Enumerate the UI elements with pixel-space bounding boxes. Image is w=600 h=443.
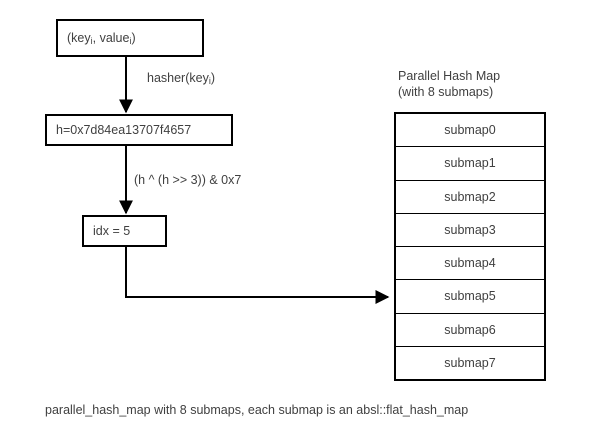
submap-row-3[interactable]: submap3 [396, 213, 544, 247]
connector-index-to-submap5 [125, 247, 390, 304]
submap-row-6[interactable]: submap6 [396, 313, 544, 347]
subscript-i: i [129, 35, 132, 46]
submap-label: submap4 [444, 256, 496, 271]
submap-row-2[interactable]: submap2 [396, 180, 544, 214]
node-input-label: (keyi, valuei) [67, 30, 136, 46]
subscript-i: i [208, 76, 211, 86]
submap-label: submap2 [444, 189, 496, 204]
node-hash-value[interactable]: h=0x7d84ea13707f4657 [45, 114, 233, 146]
submap-label: submap5 [444, 289, 496, 304]
submap-label: submap0 [444, 123, 496, 138]
submap-table: submap0 submap1 submap2 submap3 submap4 … [394, 112, 546, 381]
node-input-keyvalue[interactable]: (keyi, valuei) [56, 19, 204, 57]
diagram-caption: parallel_hash_map with 8 submaps, each s… [45, 403, 469, 417]
submap-row-0[interactable]: submap0 [396, 114, 544, 148]
edge-label-mask: (h ^ (h >> 3)) & 0x7 [134, 173, 242, 187]
edge-label-hasher: hasher(keyi) [147, 71, 216, 86]
submap-label: submap7 [444, 355, 496, 370]
submap-row-5[interactable]: submap5 [396, 280, 544, 314]
hash-map-title-line1: Parallel Hash Map [398, 69, 501, 83]
submap-label: submap3 [444, 222, 496, 237]
node-hash-label: h=0x7d84ea13707f4657 [56, 123, 192, 137]
submap-label: submap1 [444, 156, 496, 171]
submap-label: submap6 [444, 322, 496, 337]
submap-row-7[interactable]: submap7 [396, 346, 544, 379]
node-index[interactable]: idx = 5 [82, 215, 167, 247]
submap-row-1[interactable]: submap1 [396, 147, 544, 181]
hash-map-title: Parallel Hash Map (with 8 submaps) [398, 68, 500, 100]
submap-row-4[interactable]: submap4 [396, 247, 544, 281]
node-index-label: idx = 5 [93, 224, 131, 238]
hash-map-title-line2: (with 8 submaps) [398, 85, 494, 99]
subscript-i: i [90, 35, 93, 46]
